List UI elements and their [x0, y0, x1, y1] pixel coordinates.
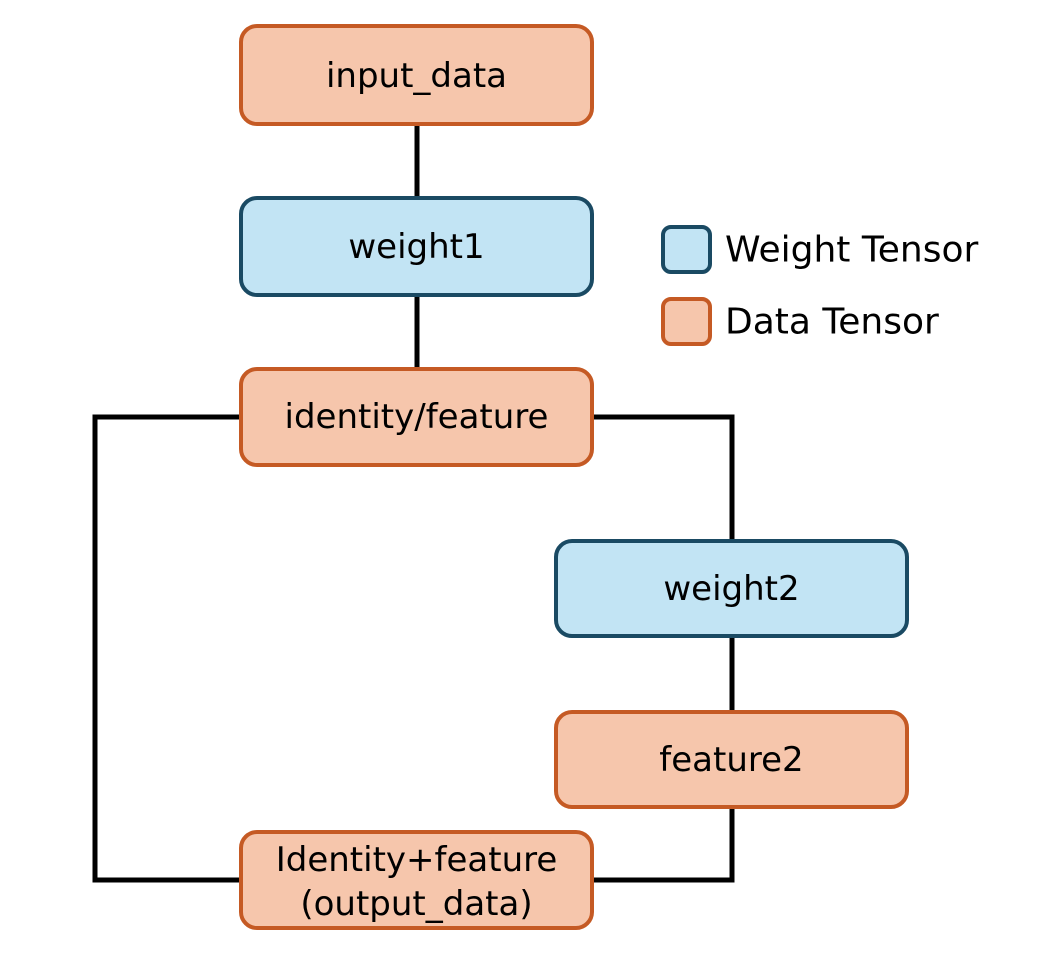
node-weight1-box [239, 196, 594, 297]
node-identity-feature: identity/feature [239, 367, 594, 467]
legend-swatch-weight [661, 225, 712, 274]
node-output-label-line1: Identity+feature [276, 840, 558, 880]
node-feature2-label: feature2 [659, 740, 803, 780]
edge-identity-to-weight2 [592, 414, 735, 541]
node-output-label-line2: (output_data) [300, 884, 532, 924]
node-identity-feature-box [239, 367, 594, 467]
node-input-data-box [239, 24, 594, 126]
node-weight2: weight2 [554, 539, 909, 638]
node-input-data-label: input_data [326, 56, 507, 96]
legend-item-data: Data Tensor [661, 297, 939, 346]
legend-swatch-data [661, 297, 712, 346]
edges [92, 124, 735, 883]
node-feature2-box [554, 710, 909, 809]
node-output-box [239, 830, 594, 930]
node-weight2-box [554, 539, 909, 638]
edge-identity-skip-to-output [92, 414, 241, 883]
node-identity-feature-label: identity/feature [285, 397, 549, 437]
node-input-data: input_data [239, 24, 594, 126]
edge-feature2-to-output [592, 807, 735, 883]
legend-item-weight: Weight Tensor [661, 225, 978, 274]
legend-label-data: Data Tensor [725, 302, 939, 343]
legend: Weight Tensor Data Tensor [661, 225, 978, 346]
legend-label-weight: Weight Tensor [725, 230, 978, 271]
node-weight1: weight1 [239, 196, 594, 297]
node-feature2: feature2 [554, 710, 909, 809]
node-weight2-label: weight2 [663, 569, 799, 609]
node-weight1-label: weight1 [348, 227, 484, 267]
node-output: Identity+feature (output_data) [239, 830, 594, 930]
